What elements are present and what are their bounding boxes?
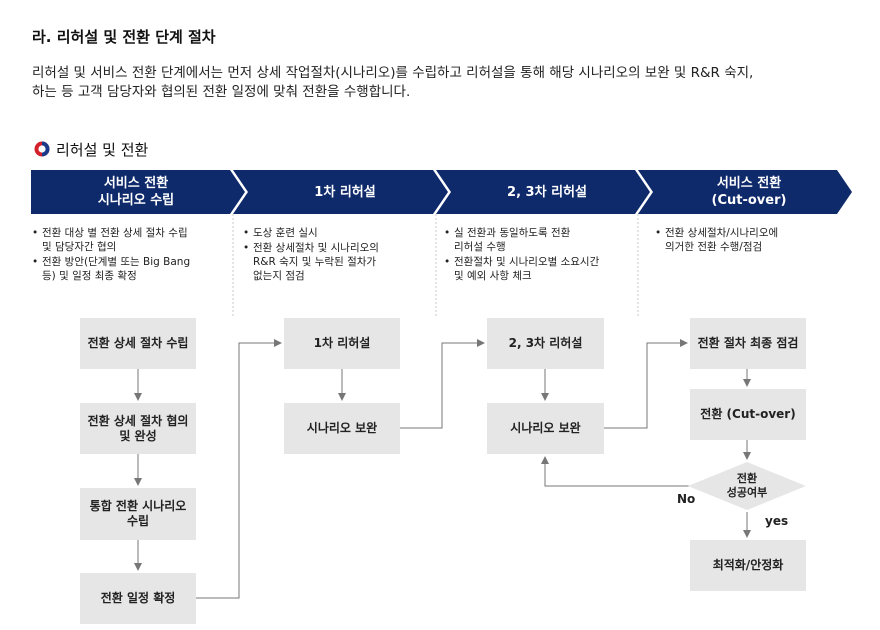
arrow-c1-to-c2 [196, 339, 282, 599]
arrow-c3-to-c4 [604, 339, 688, 429]
bullet-item: 전환 대상 별 전환 상세 절차 수립및 담당자간 협의 [32, 226, 232, 254]
arrow-c2-to-c3 [400, 339, 485, 429]
phase-1-line2: 시나리오 수립 [97, 193, 175, 208]
phase-1-bullets: 전환 대상 별 전환 상세 절차 수립및 담당자간 협의 전환 방안(단계별 또… [32, 226, 232, 284]
step-box-detail-procedure: 전환 상세 절차 수립 [80, 318, 196, 369]
phase-banner [31, 170, 852, 214]
step-box-cutover: 전환 (Cut-over) [690, 389, 806, 440]
step-box-rehearsal-2-3: 2, 3차 리허설 [487, 318, 604, 369]
page-title: 라. 리허설 및 전환 단계 절차 [32, 28, 216, 46]
phase-2-line1: 1차 리허설 [314, 184, 376, 200]
section-title: 리허설 및 전환 [56, 141, 149, 159]
decision-diamond [688, 462, 806, 510]
phase-chevron-1 [31, 170, 245, 214]
phase-chevron-3 [436, 170, 650, 214]
phase-1-line1: 서비스 전환 [103, 176, 169, 191]
phase-label-3: 2, 3차 리허설 [452, 170, 642, 214]
phase-label-4: 서비스 전환 (Cut-over) [654, 170, 844, 214]
phase-3-line1: 2, 3차 리허설 [507, 184, 587, 200]
phase-4-line1: 서비스 전환 [716, 176, 782, 191]
description-line-2: 하는 등 고객 담당자와 협의된 전환 일정에 맞춰 전환을 수행합니다. [32, 84, 411, 100]
decision-yes-label: yes [765, 514, 789, 528]
phase-chevron-4 [638, 170, 852, 214]
step-box-scenario-fix-1: 시나리오 보완 [284, 403, 400, 454]
decision-no-label: No [677, 492, 696, 506]
bullet-item: 도상 훈련 실시 [243, 226, 433, 240]
bullet-circle-icon [34, 141, 50, 157]
step-box-stabilization: 최적화/안정화 [690, 540, 806, 591]
decision-label: 전환 성공여부 [726, 472, 768, 499]
phase-4-line2: (Cut-over) [711, 193, 787, 208]
phase-label-2: 1차 리허설 [250, 170, 440, 214]
step-box-schedule-confirm: 전환 일정 확정 [80, 573, 196, 624]
arrow-no-loop [541, 456, 690, 487]
step-box-rehearsal-1: 1차 리허설 [284, 318, 400, 369]
phase-chevron-2 [233, 170, 448, 214]
phase-label-1: 서비스 전환 시나리오 수립 [31, 170, 241, 214]
step-box-scenario-fix-2: 시나리오 보완 [487, 403, 604, 454]
description-line-1: 리허설 및 서비스 전환 단계에서는 먼저 상세 작업절차(시나리오)를 수립하… [32, 65, 754, 81]
step-box-final-check: 전환 절차 최종 점검 [690, 318, 806, 369]
column-separators [232, 214, 639, 318]
